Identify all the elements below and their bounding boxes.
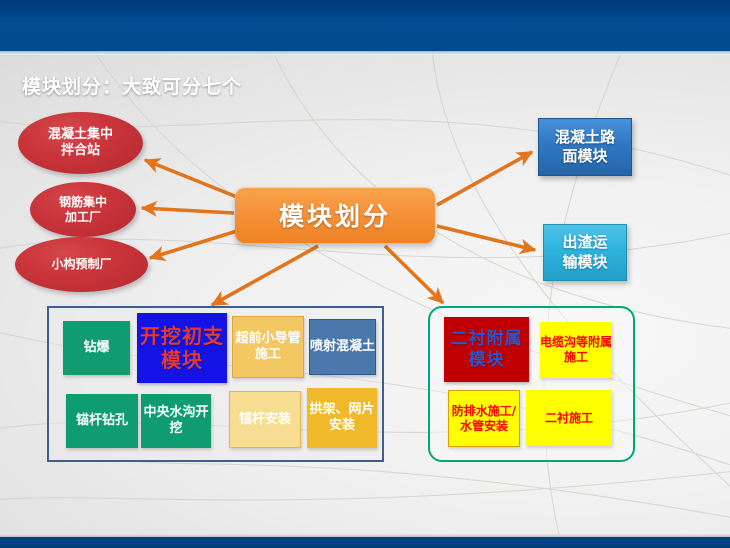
cell-central-ditch-excavation-label: 中央水沟开挖 <box>143 405 209 436</box>
node-module-division-label: 模块划分 <box>278 202 391 231</box>
slide-title: 模块划分：大致可分七个 <box>22 76 243 98</box>
cell-drill-blast[interactable]: 钻爆 <box>63 321 130 375</box>
node-muck-haulage-module-line1: 出渣运 <box>562 233 608 251</box>
cell-bolt-drilling[interactable]: 锚杆钻孔 <box>66 394 138 448</box>
cell-waterproof-drainage-label: 防排水施工/水管安装 <box>451 403 517 433</box>
node-module-division[interactable]: 模块划分 <box>235 187 435 243</box>
cell-bolt-installation[interactable]: 锚杆安装 <box>229 391 301 448</box>
cell-advance-pipe-roof-label: 超前小导管施工 <box>235 331 301 362</box>
node-precast-plant-line1: 小构预制厂 <box>51 257 112 271</box>
cell-advance-pipe-roof[interactable]: 超前小导管施工 <box>232 316 304 378</box>
arrow-to-precast-plant <box>148 229 238 262</box>
cell-secondary-lining-construction-label: 二衬施工 <box>544 410 593 425</box>
arrow-to-rebar-plant <box>140 200 235 217</box>
cell-excavation-support-module-label: 开挖初支模块 <box>140 323 224 372</box>
node-mixing-station[interactable]: 混凝土集中 拌合站 <box>18 112 143 174</box>
cell-waterproof-drainage[interactable]: 防排水施工/水管安装 <box>448 390 520 447</box>
cell-bolt-installation-label: 锚杆安装 <box>238 411 291 427</box>
header-band-sheen <box>0 51 730 55</box>
node-rebar-plant-line2: 加工厂 <box>64 209 101 224</box>
arrow-to-pavement-module <box>436 150 534 207</box>
cell-drill-blast-label: 钻爆 <box>83 340 110 356</box>
cell-cable-trench-works[interactable]: 电缆沟等附属施工 <box>540 322 612 378</box>
node-muck-haulage-module[interactable]: 出渣运 输模块 <box>543 224 627 281</box>
cell-arch-mesh-installation-label: 拱架、网片安装 <box>309 402 375 433</box>
cell-lining-ancillary-module-label: 二衬附属模块 <box>450 328 523 370</box>
node-precast-plant[interactable]: 小构预制厂 <box>15 237 148 292</box>
header-band <box>0 0 730 53</box>
node-concrete-pavement-module-line2: 面模块 <box>562 147 608 165</box>
footer-band <box>0 537 730 548</box>
cell-central-ditch-excavation[interactable]: 中央水沟开挖 <box>141 394 211 448</box>
node-rebar-plant-line1: 钢筋集中 <box>58 194 107 209</box>
node-concrete-pavement-module-line1: 混凝土路 <box>554 127 615 146</box>
arrow-to-lining-group <box>383 244 445 305</box>
cell-arch-mesh-installation[interactable]: 拱架、网片安装 <box>307 388 377 448</box>
cell-bolt-drilling-label: 锚杆钻孔 <box>75 413 128 429</box>
node-rebar-plant[interactable]: 钢筋集中 加工厂 <box>30 182 136 237</box>
cell-shotcrete-label: 喷射混凝土 <box>310 339 376 355</box>
cell-shotcrete[interactable]: 喷射混凝土 <box>309 319 376 375</box>
arrow-to-excavation-group <box>210 244 319 307</box>
cell-lining-ancillary-module[interactable]: 二衬附属模块 <box>444 317 529 382</box>
group-excavation-support: 钻爆 开挖初支模块 超前小导管施工 喷射混凝土 锚杆钻孔 中央水沟开挖 锚杆安装… <box>47 306 384 462</box>
cell-cable-trench-works-label: 电缆沟等附属施工 <box>540 335 613 364</box>
arrow-to-haulage-module <box>436 224 537 255</box>
arrow-to-mixing-station <box>143 158 238 199</box>
footer-band-sheen <box>0 534 730 537</box>
cell-excavation-support-module[interactable]: 开挖初支模块 <box>137 313 227 383</box>
node-concrete-pavement-module[interactable]: 混凝土路 面模块 <box>538 118 632 176</box>
node-mixing-station-line1: 混凝土集中 <box>47 126 113 142</box>
node-muck-haulage-module-line2: 输模块 <box>562 252 608 271</box>
group-secondary-lining: 二衬附属模块 电缆沟等附属施工 防排水施工/水管安装 二衬施工 <box>428 306 635 462</box>
node-mixing-station-line2: 拌合站 <box>60 143 100 158</box>
cell-secondary-lining-construction[interactable]: 二衬施工 <box>526 390 612 446</box>
